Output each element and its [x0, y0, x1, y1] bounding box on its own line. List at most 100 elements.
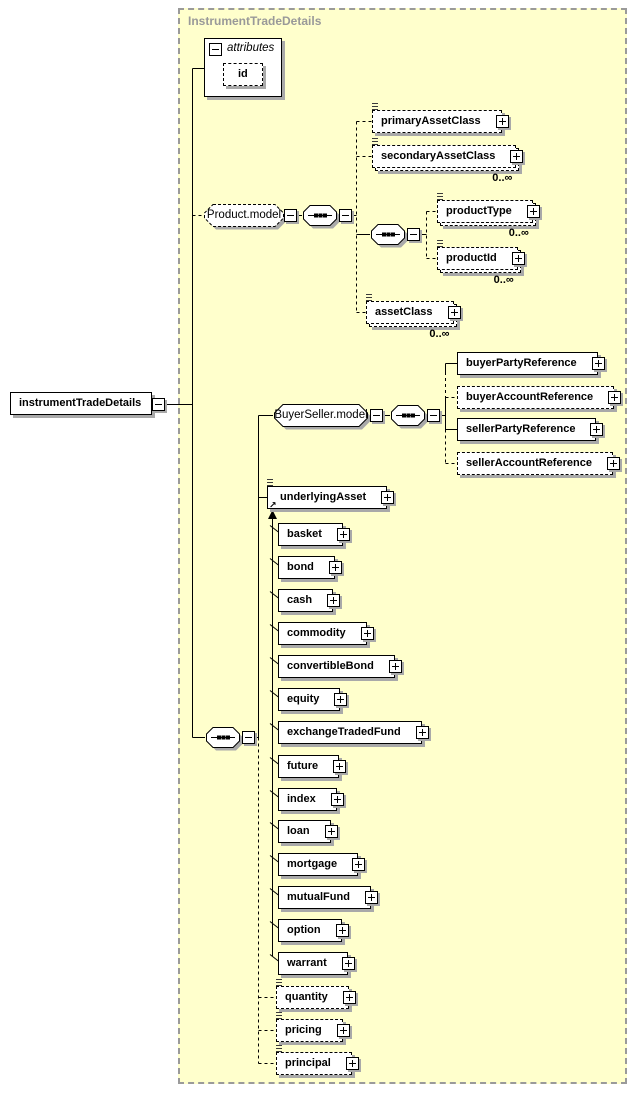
- expand-icon[interactable]: [526, 205, 540, 218]
- element-future[interactable]: future: [278, 755, 347, 778]
- sequence-compositor-icon[interactable]: [370, 223, 412, 252]
- sequence-compositor-icon[interactable]: [302, 204, 344, 233]
- expand-icon[interactable]: [324, 825, 338, 838]
- attributes-label: attributes: [227, 42, 275, 54]
- content-model-frame: InstrumentTradeDetails: [178, 8, 627, 1084]
- element-label: cash: [278, 589, 334, 612]
- collapse-icon[interactable]: [370, 409, 383, 422]
- cardinality-label: 0..∞: [493, 274, 514, 286]
- element-sellerAccountReference[interactable]: sellerAccountReference: [457, 452, 620, 475]
- expand-icon[interactable]: [352, 858, 366, 871]
- element-productId[interactable]: productId 0..∞: [437, 240, 525, 286]
- expand-icon[interactable]: [330, 793, 344, 806]
- expand-icon[interactable]: [336, 1024, 350, 1037]
- expand-icon[interactable]: [336, 528, 350, 541]
- element-buyerAccountReference[interactable]: buyerAccountReference: [457, 386, 622, 409]
- element-principal[interactable]: principal: [276, 1045, 359, 1075]
- expand-icon[interactable]: [327, 594, 341, 607]
- attributes-panel: attributes id: [204, 38, 282, 97]
- element-exchangeTradedFund[interactable]: exchangeTradedFund: [278, 721, 429, 744]
- element-productType[interactable]: productType 0..∞: [437, 193, 540, 239]
- element-label: instrumentTradeDetails: [10, 392, 153, 415]
- element-commodity[interactable]: commodity: [278, 622, 374, 645]
- frame-title: InstrumentTradeDetails: [188, 14, 322, 28]
- element-label: option: [278, 919, 342, 942]
- expand-icon[interactable]: [591, 357, 605, 370]
- expand-icon[interactable]: [511, 252, 525, 265]
- element-instrumentTradeDetails[interactable]: instrumentTradeDetails: [10, 392, 153, 415]
- element-label: underlyingAsset: [267, 486, 388, 509]
- element-label: convertibleBond: [278, 655, 395, 678]
- expand-icon[interactable]: [335, 924, 349, 937]
- expand-icon[interactable]: [495, 115, 509, 128]
- element-convertibleBond[interactable]: convertibleBond: [278, 655, 402, 678]
- element-label: loan: [278, 820, 331, 843]
- element-underlyingAsset[interactable]: underlyingAsset: [267, 479, 395, 509]
- group-ref-product-model[interactable]: Product.model: [203, 203, 287, 230]
- expand-icon[interactable]: [388, 660, 402, 673]
- element-label: equity: [278, 688, 341, 711]
- expand-icon[interactable]: [590, 423, 604, 436]
- element-warrant[interactable]: warrant: [278, 952, 355, 975]
- element-sellerPartyReference[interactable]: sellerPartyReference: [457, 418, 604, 441]
- element-option[interactable]: option: [278, 919, 349, 942]
- collapse-icon[interactable]: [407, 228, 420, 241]
- expand-icon[interactable]: [364, 891, 378, 904]
- collapse-icon[interactable]: [339, 209, 352, 222]
- sequence-compositor-icon[interactable]: [205, 726, 247, 755]
- attribute-id[interactable]: id: [223, 63, 263, 86]
- expand-icon[interactable]: [333, 760, 347, 773]
- element-label: quantity: [276, 986, 349, 1009]
- collapse-icon[interactable]: [427, 409, 440, 422]
- element-label: sellerAccountReference: [457, 452, 613, 475]
- expand-icon[interactable]: [360, 627, 374, 640]
- element-label: productType: [437, 200, 533, 223]
- expand-icon[interactable]: [415, 726, 429, 739]
- element-secondaryAssetClass[interactable]: secondaryAssetClass 0..∞: [372, 138, 524, 184]
- collapse-icon[interactable]: [242, 731, 255, 744]
- expand-icon[interactable]: [447, 306, 461, 319]
- expand-icon[interactable]: [510, 150, 524, 163]
- element-mutualFund[interactable]: mutualFund: [278, 886, 378, 909]
- annotation-icon: [437, 193, 443, 201]
- element-label: productId: [437, 247, 518, 270]
- element-mortgage[interactable]: mortgage: [278, 853, 366, 876]
- group-octagon: [204, 204, 287, 230]
- sequence-compositor-icon[interactable]: [390, 404, 432, 433]
- expand-icon[interactable]: [608, 391, 622, 404]
- element-label: primaryAssetClass: [372, 110, 502, 133]
- expand-icon[interactable]: [342, 991, 356, 1004]
- expand-icon[interactable]: [341, 957, 355, 970]
- collapse-icon[interactable]: [152, 398, 165, 411]
- element-bond[interactable]: bond: [278, 556, 342, 579]
- element-equity[interactable]: equity: [278, 688, 348, 711]
- element-buyerPartyReference[interactable]: buyerPartyReference: [457, 352, 605, 375]
- expand-icon[interactable]: [381, 491, 395, 504]
- element-label: bond: [278, 556, 335, 579]
- element-label: commodity: [278, 622, 367, 645]
- cardinality-label: 0..∞: [429, 328, 450, 340]
- collapse-icon[interactable]: [284, 209, 297, 222]
- element-pricing[interactable]: pricing: [276, 1012, 350, 1042]
- group-octagon: [274, 404, 371, 430]
- group-ref-buyerseller-model[interactable]: BuyerSeller.model: [273, 403, 371, 430]
- expand-icon[interactable]: [606, 457, 620, 470]
- element-assetClass[interactable]: assetClass 0..∞: [366, 294, 461, 340]
- collapse-icon[interactable]: [209, 43, 222, 56]
- annotation-icon: [276, 1012, 282, 1020]
- cardinality-label: 0..∞: [492, 172, 513, 184]
- group-label: BuyerSeller.model: [274, 409, 368, 421]
- expand-icon[interactable]: [328, 561, 342, 574]
- element-quantity[interactable]: quantity: [276, 979, 356, 1009]
- expand-icon[interactable]: [345, 1057, 359, 1070]
- element-label: sellerPartyReference: [457, 418, 597, 441]
- expand-icon[interactable]: [334, 693, 348, 706]
- element-cash[interactable]: cash: [278, 589, 341, 612]
- element-primaryAssetClass[interactable]: primaryAssetClass: [372, 103, 509, 133]
- element-label: warrant: [278, 952, 348, 975]
- annotation-icon: [267, 479, 273, 487]
- element-loan[interactable]: loan: [278, 820, 338, 843]
- element-index[interactable]: index: [278, 788, 344, 811]
- element-basket[interactable]: basket: [278, 523, 350, 546]
